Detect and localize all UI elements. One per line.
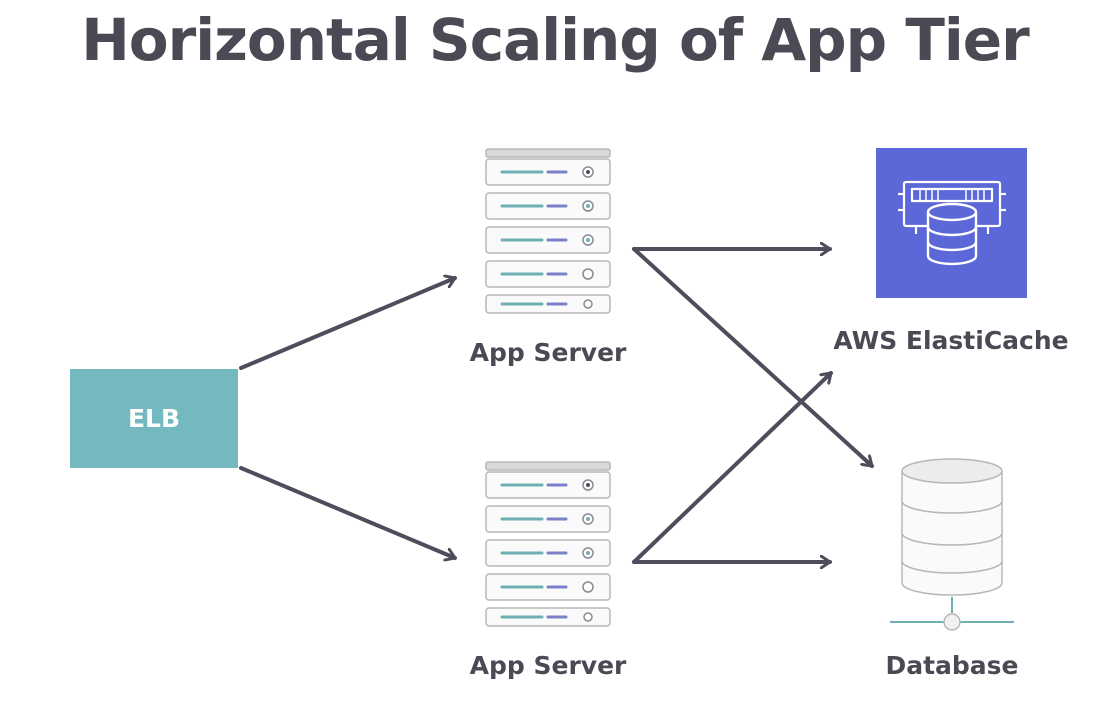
server-rack-icon [485,461,611,627]
elb-label: ELB [127,404,181,433]
diagram-title: Horizontal Scaling of App Tier [81,6,1030,74]
server-rack-icon [485,148,611,314]
arrow-app-server-top-to-database [632,247,874,468]
elasticache-label: AWS ElastiCache [833,326,1069,355]
app-server-top-label: App Server [469,338,627,367]
elasticache-memory-db-icon [876,148,1027,298]
arrow-elb-to-app-server-top [239,278,457,370]
elb-node: ELB [70,369,238,468]
arrow-app-server-bottom-to-elasticache [632,371,833,564]
app-server-bottom-label: App Server [469,651,627,680]
database-cylinder-icon [890,458,1014,631]
arrow-elb-to-app-server-bottom [239,466,457,558]
database-label: Database [885,651,1019,680]
